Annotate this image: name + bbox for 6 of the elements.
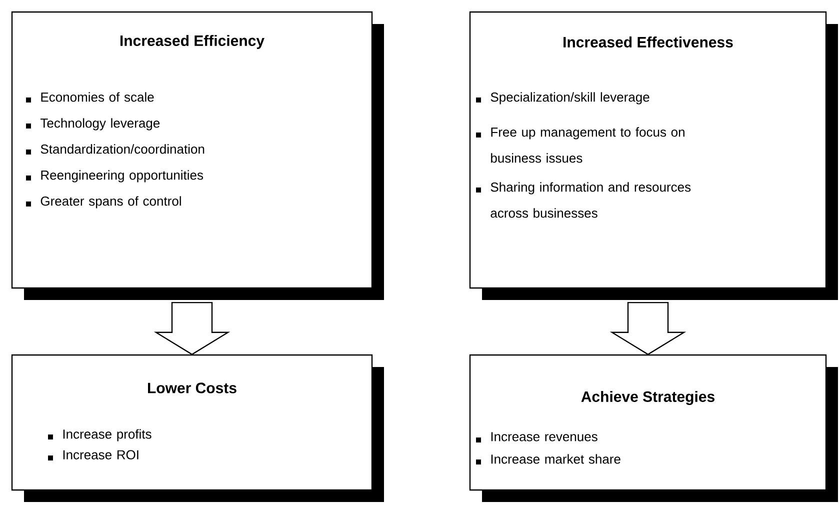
text-box: Increased Efficiency Economies of scale Technology leverage Standardization/coordination Reengineering opportunities Greater spans of control [11, 11, 384, 300]
text-box: Lower Costs Increase profits Increase ROI [11, 354, 384, 502]
block-arrow [154, 302, 230, 356]
text-box: Increased Effectiveness Specialization/skill leverage Free up management to focus on business issues Sharing information and resources across businesses [469, 11, 838, 300]
text-box: Achieve Strategies Increase revenues Increase market share [469, 354, 838, 502]
block-arrow [610, 302, 686, 356]
